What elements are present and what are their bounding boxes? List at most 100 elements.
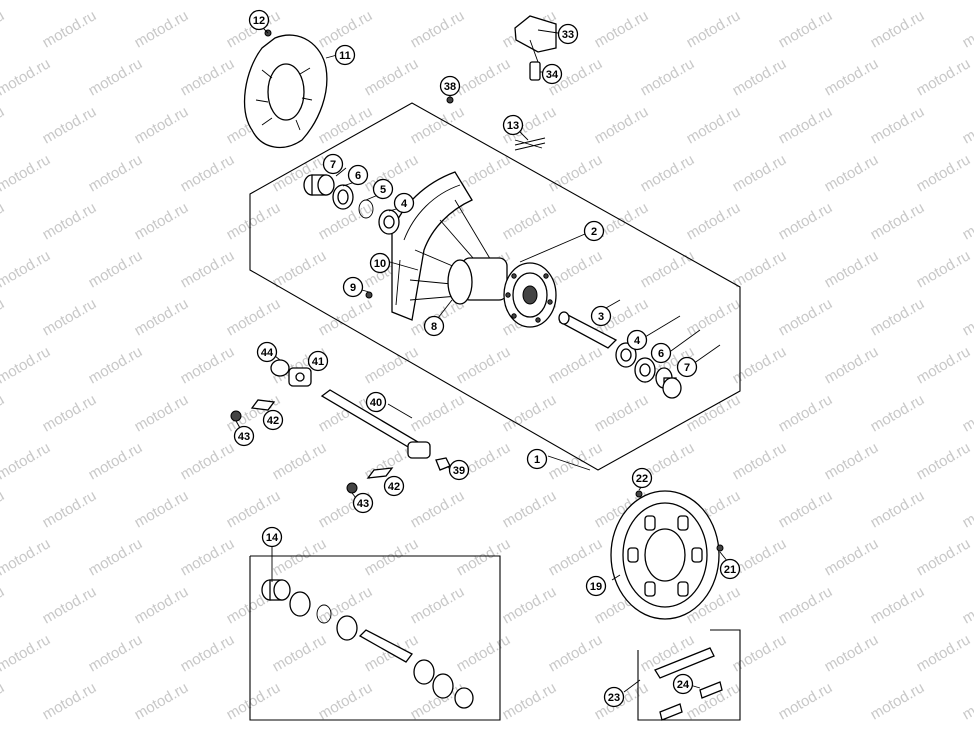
watermark-text: motod.ru xyxy=(362,535,422,579)
watermark-text: motod.ru xyxy=(914,151,974,195)
watermark-text: motod.ru xyxy=(132,679,192,723)
callout-ring xyxy=(383,475,405,497)
adjust-screw-right xyxy=(366,467,394,479)
leader-lines xyxy=(235,24,729,693)
spacer-right xyxy=(655,367,682,399)
watermark-text: motod.ru xyxy=(960,295,974,339)
watermark-text: motod.ru xyxy=(270,439,330,483)
callout-c44: 44 xyxy=(256,341,278,363)
watermark-text: motod.ru xyxy=(408,487,468,531)
callout-ring xyxy=(650,342,672,364)
watermark-text: motod.ru xyxy=(868,391,928,435)
callout-c41: 41 xyxy=(307,350,329,372)
callout-ring xyxy=(262,409,284,431)
callout-ring xyxy=(672,673,694,695)
watermark-text: motod.ru xyxy=(178,631,238,675)
watermark-text: motod.ru xyxy=(454,343,514,387)
watermark-text: motod.ru xyxy=(638,151,698,195)
callout-c43a: 43 xyxy=(233,425,255,447)
watermark-text: motod.ru xyxy=(316,679,376,723)
watermark-text: motod.ru xyxy=(40,103,100,147)
callout-ring xyxy=(365,391,387,413)
watermark-text: motod.ru xyxy=(0,439,53,483)
callout-c42a: 42 xyxy=(262,409,284,431)
sprocket-screw xyxy=(716,544,724,552)
watermark-text: motod.ru xyxy=(178,0,238,3)
watermark-text: motod.ru xyxy=(684,199,744,243)
callout-ring xyxy=(322,153,344,175)
callout-ring xyxy=(502,114,524,136)
watermark-text: motod.ru xyxy=(776,295,836,339)
watermark-text: motod.ru xyxy=(868,199,928,243)
watermark-text: motod.ru xyxy=(638,55,698,99)
callout-ring xyxy=(256,341,278,363)
callout-number: 39 xyxy=(453,465,465,477)
callout-ring xyxy=(261,526,283,548)
watermark-text: motod.ru xyxy=(960,679,974,723)
callout-c8: 8 xyxy=(423,315,445,337)
callout-ring xyxy=(248,9,270,31)
callout-c21: 21 xyxy=(719,558,741,580)
watermark-text: motod.ru xyxy=(132,103,192,147)
watermark-text: motod.ru xyxy=(178,151,238,195)
spacer-left xyxy=(303,174,335,196)
watermark-text: motod.ru xyxy=(500,583,560,627)
watermark-text: motod.ru xyxy=(40,679,100,723)
axle-group xyxy=(230,359,451,494)
watermark-text: motod.ru xyxy=(546,535,606,579)
sprocket xyxy=(610,490,720,620)
callout-c7a: 7 xyxy=(322,153,344,175)
watermark-text: motod.ru xyxy=(316,7,376,51)
callout-c38: 38 xyxy=(439,75,461,97)
watermark-text: motod.ru xyxy=(178,247,238,291)
callout-number: 14 xyxy=(266,532,279,544)
callout-ring xyxy=(603,686,625,708)
brake-disc xyxy=(243,34,328,149)
watermark-text: motod.ru xyxy=(178,439,238,483)
watermark-text: motod.ru xyxy=(362,55,422,99)
watermark-text: motod.ru xyxy=(914,247,974,291)
callout-number: 23 xyxy=(608,692,620,704)
callout-c40: 40 xyxy=(365,391,387,413)
watermark-text: motod.ru xyxy=(0,535,53,579)
callout-c12: 12 xyxy=(248,9,270,31)
watermark-text: motod.ru xyxy=(822,55,882,99)
watermark-text: motod.ru xyxy=(132,295,192,339)
watermark-text: motod.ru xyxy=(40,7,100,51)
chain-kit-box xyxy=(637,629,741,721)
callout-number: 41 xyxy=(312,356,324,368)
distance-sleeve xyxy=(558,311,618,349)
watermark-text: motod.ru xyxy=(684,295,744,339)
callout-ring xyxy=(307,350,329,372)
watermark-text: motod.ru xyxy=(454,535,514,579)
callout-ring xyxy=(423,315,445,337)
watermark-text: motod.ru xyxy=(500,391,560,435)
callout-number: 10 xyxy=(374,258,386,270)
watermark-text: motod.ru xyxy=(86,247,146,291)
callout-c5: 5 xyxy=(372,178,394,200)
callout-number: 38 xyxy=(444,81,456,93)
callout-number: 43 xyxy=(357,498,369,510)
watermark-text: motod.ru xyxy=(868,679,928,723)
callout-c4b: 4 xyxy=(626,329,648,351)
callout-c33: 33 xyxy=(557,23,579,45)
watermark-text: motod.ru xyxy=(960,583,974,627)
callout-c7b: 7 xyxy=(676,356,698,378)
callout-ring xyxy=(347,164,369,186)
watermark-text: motod.ru xyxy=(40,487,100,531)
callout-number: 42 xyxy=(267,415,279,427)
callout-ring xyxy=(557,23,579,45)
watermark-text: motod.ru xyxy=(454,0,514,3)
watermark-text: motod.ru xyxy=(822,0,882,3)
watermark-text: motod.ru xyxy=(224,199,284,243)
callout-number: 4 xyxy=(634,335,641,347)
watermark-text: motod.ru xyxy=(638,0,698,3)
watermark-text: motod.ru xyxy=(546,343,606,387)
watermark-text: motod.ru xyxy=(546,151,606,195)
watermark-text: motod.ru xyxy=(408,103,468,147)
watermark-text: motod.ru xyxy=(776,391,836,435)
watermark-text: motod.ru xyxy=(0,103,7,147)
watermark-text: motod.ru xyxy=(592,103,652,147)
watermark-text: motod.ru xyxy=(86,55,146,99)
